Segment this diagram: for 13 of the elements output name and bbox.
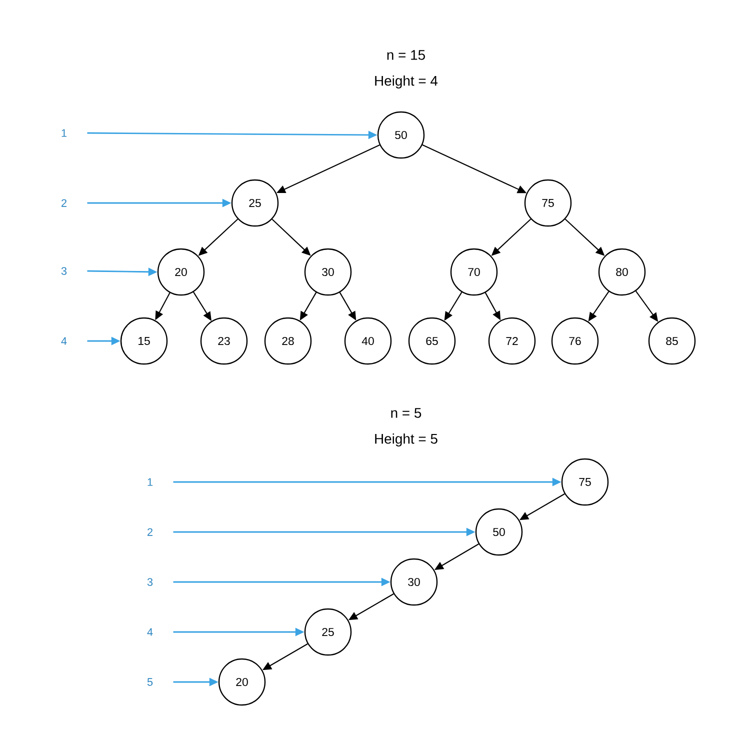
level-number: 1 [148,478,153,486]
title-text: Height = 5 [375,434,438,446]
level-number: 3 [61,267,67,275]
level-number: 4 [61,337,67,345]
level-number: 3 [147,578,153,586]
level-number: 1 [62,129,67,137]
level-number: 2 [62,199,66,207]
level-number: 2 [148,528,152,536]
title-text: n = 5 [391,408,422,418]
title-text: n = 15 [387,50,425,60]
level-number: 5 [147,678,153,686]
title-text: Height = 4 [375,76,438,88]
level-number: 4 [147,628,153,636]
